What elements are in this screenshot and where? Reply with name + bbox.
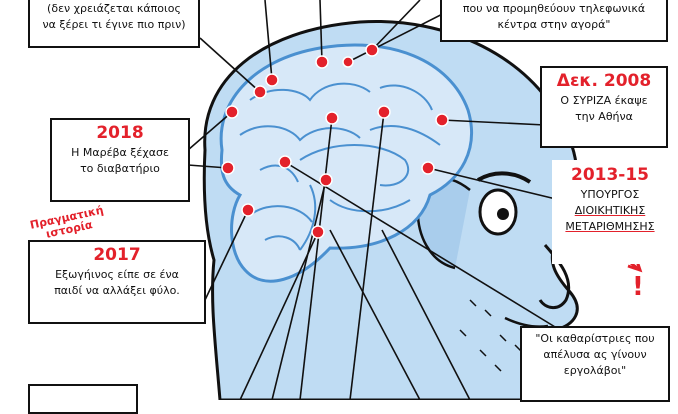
- callout-2018: 2018 Η Μαρέβα ξέχασε το διαβατήριο: [50, 118, 190, 202]
- callout-line: Εξωγήινος είπε σε ένα: [55, 268, 179, 282]
- callout-line: που να προμηθεύουν τηλεφωνικά: [462, 2, 646, 15]
- illustration: [51, 0, 643, 400]
- callout-line: την Αθήνα: [575, 110, 633, 124]
- exclamation-mark: !: [632, 272, 644, 302]
- callout-dec2008: Δεκ. 2008 Ο ΣΥΡΙΖΑ έκαψε την Αθήνα: [540, 66, 668, 148]
- callout-line: εργολάβοι": [563, 363, 627, 377]
- brain-marker: [342, 56, 354, 68]
- brain-folds: [239, 82, 441, 251]
- brain-marker: [319, 173, 333, 187]
- callout-year: 2017: [93, 245, 141, 265]
- brain-marker: [221, 161, 235, 175]
- callout-top-left: (δεν χρειάζεται κάποιος να ξέρει τι έγιν…: [28, 0, 200, 48]
- callout-line: (δεν χρειάζεται κάποιος: [47, 2, 181, 15]
- brain-marker: [377, 105, 391, 119]
- brain-marker: [253, 85, 267, 99]
- brain-marker: [278, 155, 292, 169]
- callout-line: ΜΕΤΑΡΙΘΜΗΣΗΣ: [565, 220, 655, 234]
- callout-top-right: που να προμηθεύουν τηλεφωνικά κέντρα στη…: [440, 0, 668, 42]
- stubble-hatching: [459, 299, 537, 372]
- callout-2017: 2017 Εξωγήινος είπε σε ένα παιδί να αλλά…: [28, 240, 206, 324]
- brow-shape: [476, 171, 532, 184]
- callout-line: απέλυσα ας γίνουν: [543, 347, 647, 361]
- brain-marker: [225, 105, 239, 119]
- brain-marker: [241, 203, 255, 217]
- callout-quote: "Οι καθαρίστριες που απέλυσα ας γίνουν ε…: [520, 326, 670, 402]
- brain-marker: [365, 43, 379, 57]
- brain-marker: [421, 161, 435, 175]
- callout-year: Δεκ. 2008: [556, 71, 652, 91]
- brain-marker: [311, 225, 325, 239]
- pupil-shape: [497, 208, 509, 220]
- brain-marker: [325, 111, 339, 125]
- callout-bottom-left: [28, 384, 138, 414]
- callout-line: ΥΠΟΥΡΓΟΣ: [580, 188, 640, 202]
- brain-marker: [265, 73, 279, 87]
- callout-line: να ξέρει τι έγινε πιο πριν): [42, 17, 186, 31]
- callout-year: 2013-15: [570, 165, 650, 185]
- callout-line: Η Μαρέβα ξέχασε: [71, 146, 169, 160]
- callout-line: Ο ΣΥΡΙΖΑ έκαψε: [560, 94, 648, 108]
- callout-line: παιδί να αλλάξει φύλο.: [54, 284, 180, 298]
- callout-line: κέντρα στην αγορά": [497, 17, 611, 31]
- brain-marker: [435, 113, 449, 127]
- callout-year: 2018: [96, 123, 144, 143]
- callout-line: "Οι καθαρίστριες που: [535, 332, 655, 345]
- brain-outline: [219, 43, 474, 283]
- callout-line: ΔΙΟΙΚΗΤΙΚΗΣ: [574, 204, 646, 218]
- callout-2013: 2013-15 ΥΠΟΥΡΓΟΣ ΔΙΟΙΚΗΤΙΚΗΣ ΜΕΤΑΡΙΘΜΗΣΗ…: [552, 160, 668, 264]
- callout-line: το διαβατήριο: [80, 162, 160, 176]
- brain-markers: [221, 43, 449, 239]
- brain-marker: [315, 55, 329, 69]
